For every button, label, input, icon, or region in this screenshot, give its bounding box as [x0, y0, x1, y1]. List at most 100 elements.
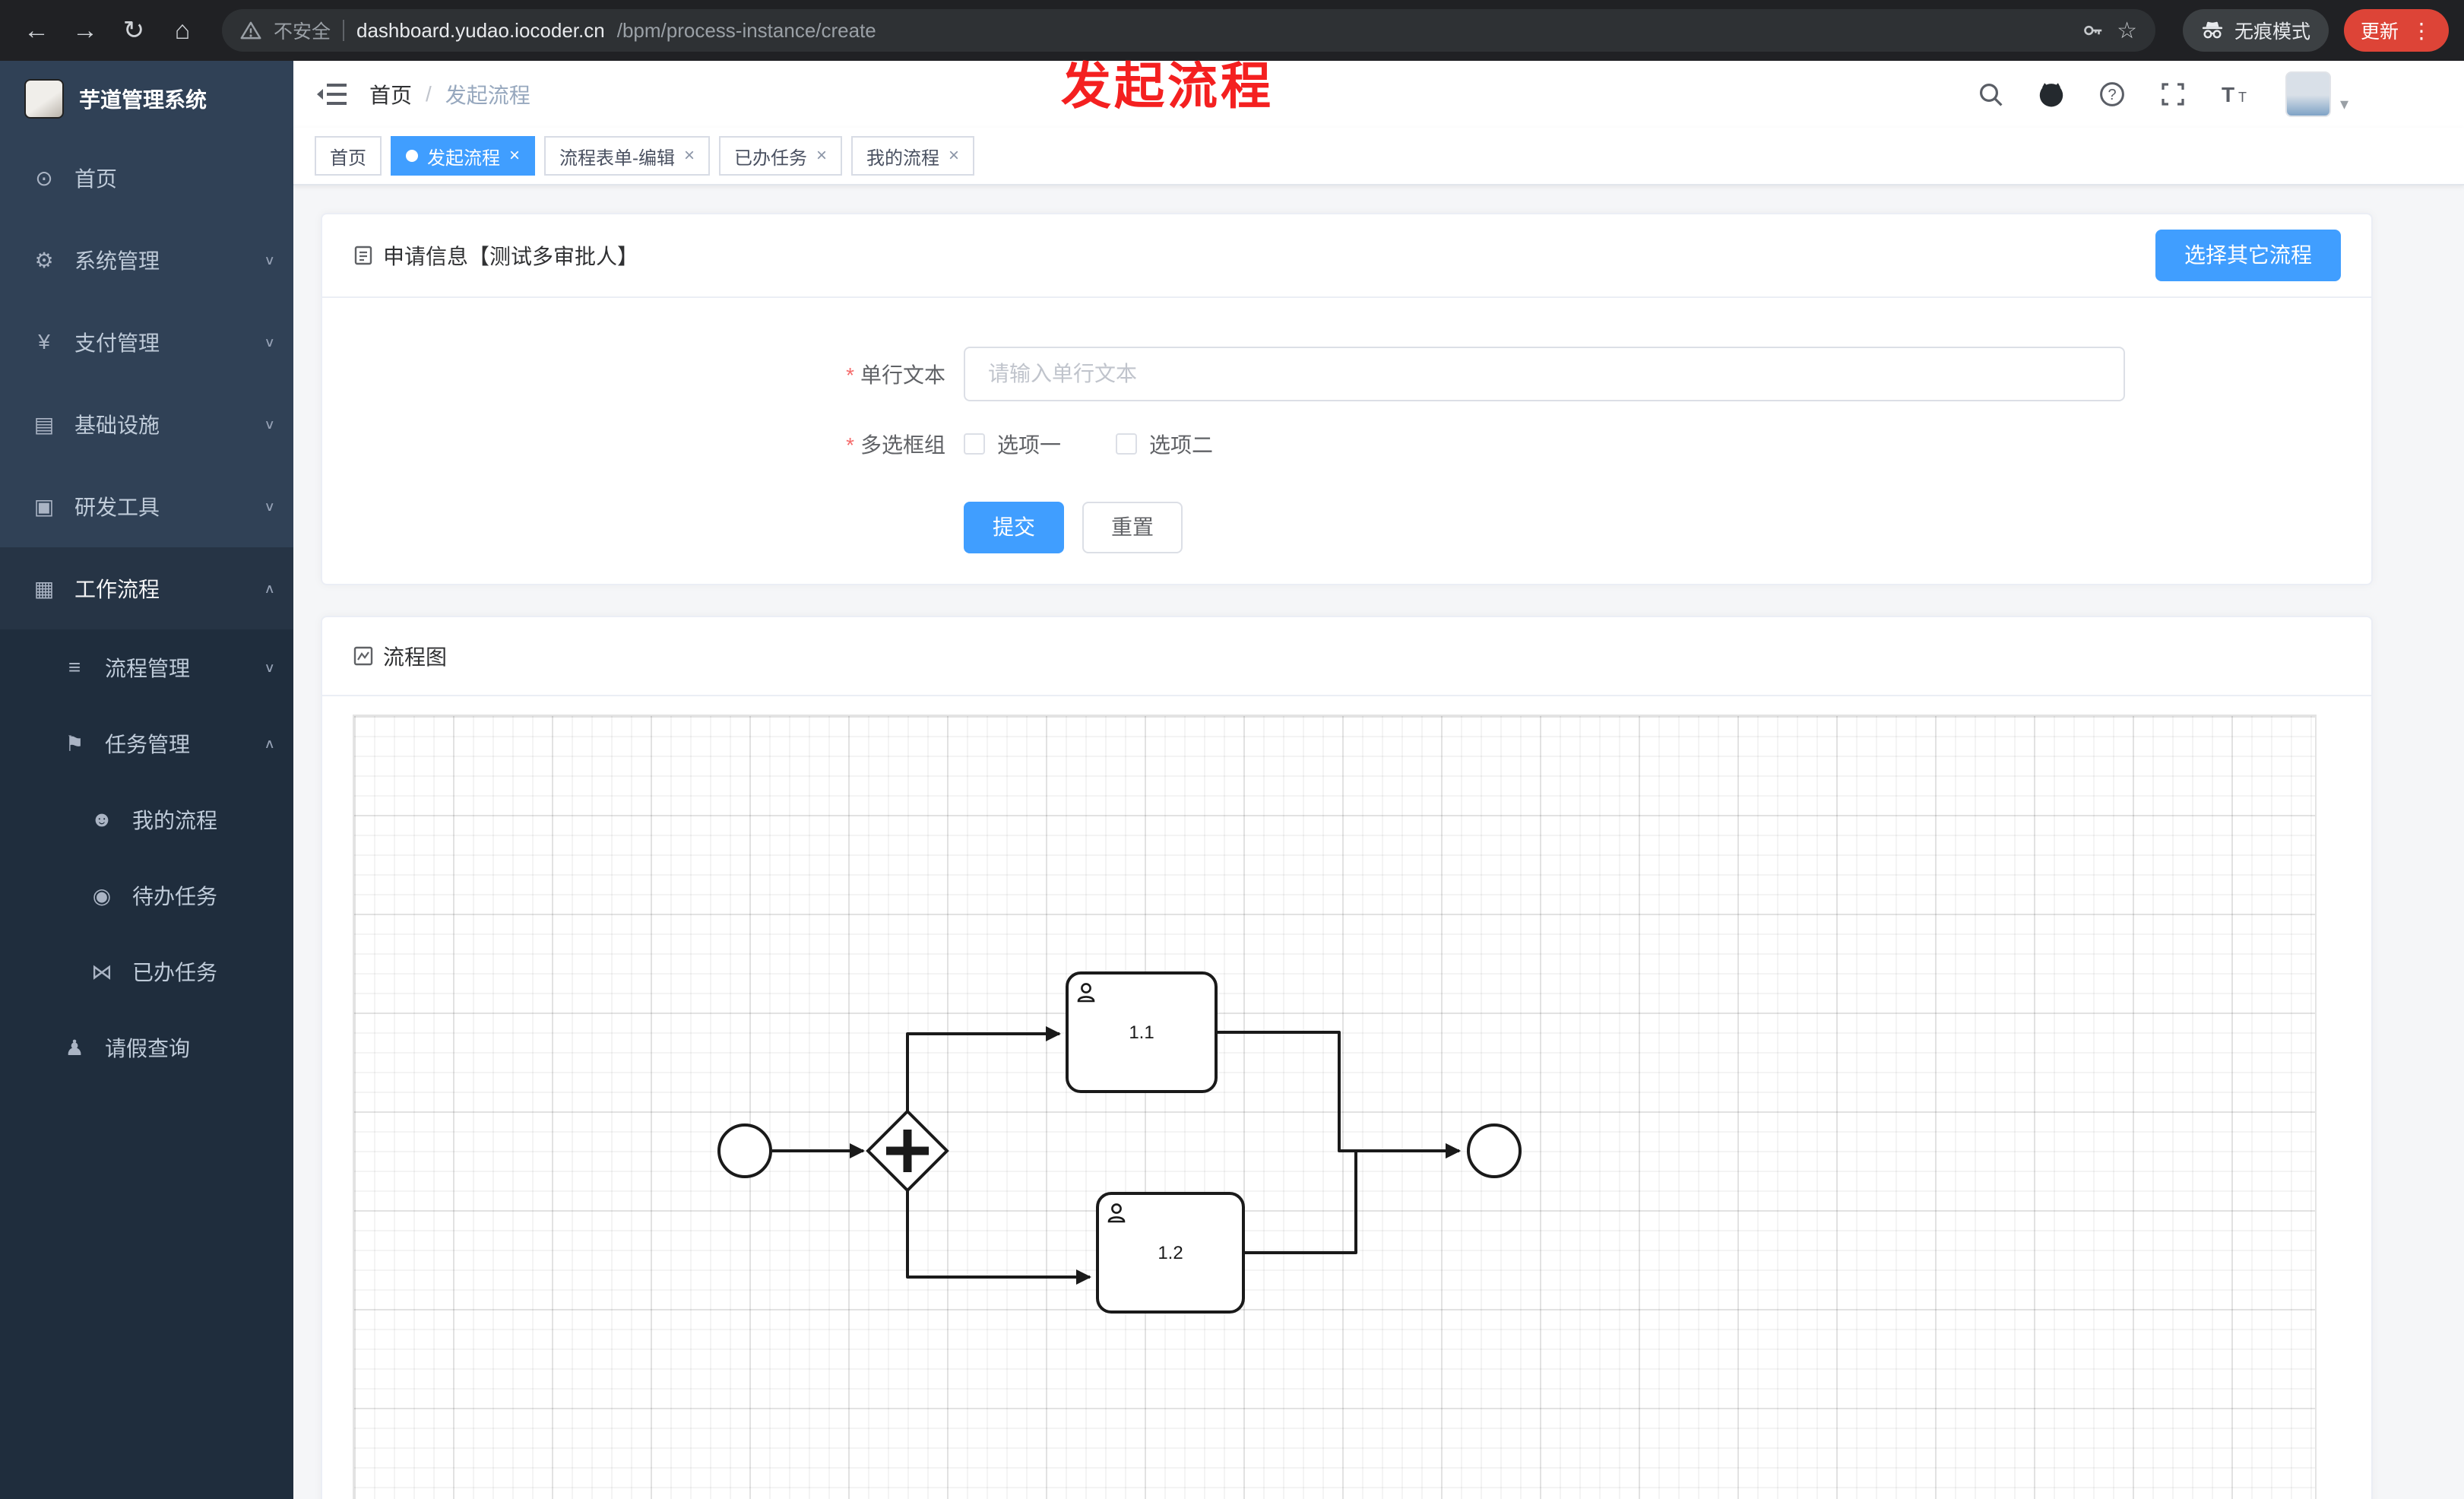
app-title: 芋道管理系统: [79, 88, 207, 112]
active-tab-dot: [406, 150, 418, 162]
required-asterisk: *: [846, 363, 854, 387]
sidebar-item-workflow[interactable]: ▦ 工作流程 ∧: [0, 547, 293, 629]
tab-close-icon[interactable]: ×: [509, 145, 521, 166]
workflow-icon: ▦: [33, 576, 55, 601]
single-line-text-label: *单行文本: [846, 363, 945, 387]
update-button[interactable]: 更新 ⋮: [2343, 9, 2449, 52]
sidebar-item-leave-query[interactable]: ♟ 请假查询: [0, 1009, 293, 1085]
incognito-label: 无痕模式: [2234, 21, 2310, 43]
bpmn-parallel-gateway[interactable]: [866, 1109, 949, 1193]
chevron-down-icon: ∨: [264, 253, 275, 268]
checkbox-option-1[interactable]: 选项一: [964, 429, 1061, 459]
breadcrumb-separator: /: [426, 82, 432, 106]
tab-close-icon[interactable]: ×: [949, 145, 960, 166]
logo-avatar: [24, 79, 64, 119]
bookmark-star-icon[interactable]: ☆: [2117, 17, 2137, 43]
form-document-icon: [353, 245, 374, 266]
sidebar-item-label: 系统管理: [74, 249, 160, 273]
checkbox-icon[interactable]: [964, 433, 985, 455]
address-bar[interactable]: 不安全 dashboard.yudao.iocoder.cn/bpm/proce…: [222, 9, 2155, 52]
flowchart-icon: [353, 645, 374, 667]
sidebar-item-label: 我的流程: [132, 809, 218, 832]
sidebar-item-label: 任务管理: [105, 733, 191, 756]
dashboard-icon: ⊙: [35, 166, 53, 190]
browser-menu-icon[interactable]: ⋮: [2411, 18, 2432, 43]
not-secure-label: 不安全: [274, 21, 331, 43]
sidebar: 芋道管理系统 ⊙ 首页 ⚙ 系统管理 ∨ ¥ 支付管理 ∨ ▤ 基础设施 ∨: [0, 61, 293, 1499]
checkbox-icon[interactable]: [1116, 433, 1138, 455]
sidebar-item-pending-tasks[interactable]: ◉ 待办任务: [0, 857, 293, 933]
tab-process-form-edit[interactable]: 流程表单-编辑 ×: [544, 136, 711, 176]
app-logo: 芋道管理系统: [0, 61, 293, 137]
choose-other-process-button[interactable]: 选择其它流程: [2155, 230, 2341, 281]
tab-initiate-process[interactable]: 发起流程 ×: [391, 136, 536, 176]
sidebar-item-payment-management[interactable]: ¥ 支付管理 ∨: [0, 301, 293, 383]
bpmn-user-task-2[interactable]: 1.2: [1096, 1192, 1245, 1314]
url-path: /bpm/process-instance/create: [616, 18, 876, 42]
user-task-icon: [1107, 1203, 1126, 1223]
single-line-text-input[interactable]: [964, 347, 2125, 401]
sidebar-item-process-management[interactable]: ≡ 流程管理 ∨: [0, 629, 293, 705]
home-icon[interactable]: ⌂: [174, 15, 191, 45]
omnibox-divider: [343, 20, 345, 41]
required-asterisk: *: [846, 433, 854, 457]
bpmn-user-task-1[interactable]: 1.1: [1066, 971, 1218, 1093]
fullscreen-icon[interactable]: [2158, 79, 2188, 109]
tab-label: 发起流程: [427, 147, 500, 169]
checkbox-option-2[interactable]: 选项二: [1116, 429, 1213, 459]
task-flag-icon: ⚑: [65, 731, 84, 756]
tab-my-processes[interactable]: 我的流程 ×: [851, 136, 975, 176]
user-avatar[interactable]: [2285, 71, 2331, 117]
sidebar-item-home[interactable]: ⊙ 首页: [0, 137, 293, 219]
bpmn-canvas[interactable]: 1.1 1.2: [353, 715, 2317, 1499]
yen-icon: ¥: [38, 330, 50, 353]
sidebar-item-dev-tools[interactable]: ▣ 研发工具 ∨: [0, 465, 293, 547]
apply-info-card: 申请信息【测试多审批人】 选择其它流程 *单行文本 *多选框组: [321, 213, 2373, 585]
tab-close-icon[interactable]: ×: [816, 145, 828, 166]
sidebar-item-done-tasks[interactable]: ⋈ 已办任务: [0, 933, 293, 1009]
process-list-icon: ≡: [68, 655, 81, 679]
not-secure-icon: [240, 21, 261, 40]
sidebar-item-label: 首页: [74, 167, 118, 191]
person-icon: ♟: [65, 1035, 84, 1060]
sidebar-item-system-management[interactable]: ⚙ 系统管理 ∨: [0, 219, 293, 301]
breadcrumb-home[interactable]: 首页: [369, 84, 413, 107]
tab-close-icon[interactable]: ×: [684, 145, 695, 166]
flow-gateway-to-task2: [906, 1187, 1091, 1285]
headset-user-icon: ☻: [90, 807, 113, 831]
chevron-down-icon: ∨: [264, 335, 275, 350]
bpmn-end-event[interactable]: [1467, 1123, 1522, 1178]
page-content: 申请信息【测试多审批人】 选择其它流程 *单行文本 *多选框组: [293, 185, 2464, 1499]
sidebar-item-label: 工作流程: [74, 578, 160, 601]
help-icon[interactable]: ?: [2097, 79, 2127, 109]
chevron-down-icon: ∨: [264, 499, 275, 514]
svg-text:T: T: [2222, 83, 2234, 106]
text-size-icon[interactable]: T T: [2219, 79, 2249, 109]
search-icon[interactable]: [1975, 79, 2006, 109]
update-label: 更新: [2360, 21, 2399, 43]
checkbox-option-label: 选项一: [997, 433, 1062, 457]
task-label: 1.1: [1129, 1022, 1154, 1043]
reload-icon[interactable]: ↻: [122, 16, 145, 45]
chevron-down-icon: ∨: [264, 417, 275, 432]
forward-icon[interactable]: →: [72, 15, 98, 45]
tab-done-tasks[interactable]: 已办任务 ×: [719, 136, 843, 176]
back-icon[interactable]: ←: [24, 15, 49, 45]
devtools-icon: ▣: [33, 494, 55, 518]
sidebar-item-label: 基础设施: [74, 414, 160, 437]
submit-button[interactable]: 提交: [964, 502, 1065, 553]
process-diagram-title: 流程图: [383, 645, 448, 669]
reset-button[interactable]: 重置: [1082, 502, 1183, 553]
caret-down-icon[interactable]: ▾: [2339, 94, 2348, 113]
sidebar-item-infrastructure[interactable]: ▤ 基础设施 ∨: [0, 383, 293, 465]
breadcrumb: 首页 / 发起流程: [369, 79, 530, 109]
infrastructure-icon: ▤: [33, 412, 55, 436]
tab-home[interactable]: 首页: [315, 136, 382, 176]
sidebar-toggle-icon[interactable]: [315, 81, 348, 108]
password-key-icon[interactable]: [2082, 19, 2105, 42]
sidebar-item-task-management[interactable]: ⚑ 任务管理 ∧: [0, 705, 293, 781]
bpmn-start-event[interactable]: [717, 1123, 772, 1178]
github-icon[interactable]: [2036, 79, 2067, 109]
sidebar-item-my-processes[interactable]: ☻ 我的流程: [0, 781, 293, 857]
